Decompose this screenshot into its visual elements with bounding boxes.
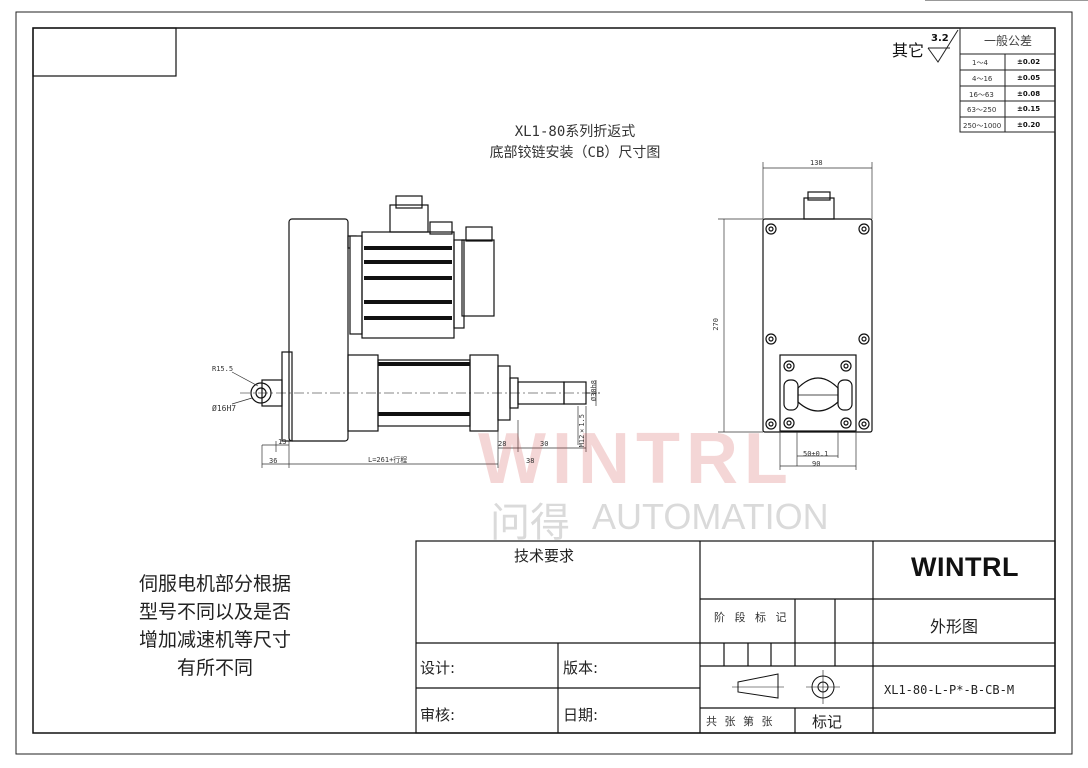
tolerance-range: 16～63 [969,91,994,99]
note-line: 有所不同 [176,657,253,679]
tech-requirements-label: 技术要求 [514,547,575,565]
dim-270: 270 [712,318,720,331]
dim-50: 50±0.1 [803,450,829,458]
dim-36: 36 [269,457,278,465]
dim-28: 28 [498,440,507,448]
dim-rod-diameter: Ø30h8 [590,380,598,402]
front-view [762,191,873,433]
note-line: 增加减速机等尺寸 [138,629,291,651]
mark-label: 标记 [812,713,843,731]
date-label: 日期: [563,706,599,724]
dim-38: 38 [526,457,535,465]
watermark-cn: 问得 [490,500,570,546]
tolerance-value: ±0.20 [1017,121,1041,129]
dim-thread: M12×1.5 [578,414,586,448]
watermark-logo: WINTRL [478,419,794,499]
tolerance-range: 63～250 [967,106,997,114]
corner-box [32,27,177,77]
tolerance-value: ±0.15 [1017,105,1041,113]
brand-logo: WINTRL [911,552,1019,582]
part-number: XL1-80-L-P*-B-CB-M [884,683,1015,697]
dim-30: 30 [540,440,549,448]
tolerance-header: 一般公差 [983,34,1032,48]
stage-mark-label: 阶 段 标 记 [714,611,790,624]
tolerance-table [959,27,1056,133]
dim-length: L=261+行程 [368,456,408,464]
front-view-dimensions [718,162,873,470]
reviewer-label: 审核: [420,706,456,724]
drawing-title: XL1-80系列折返式 底部铰链安装（CB）尺寸图 [450,122,700,164]
surface-finish-label: 其它 [892,41,925,60]
tolerance-range: 1～4 [972,59,988,67]
designer-label: 设计: [420,659,456,677]
dim-hole-diameter: Ø16H7 [212,404,237,413]
drawing-title-line2: 底部铰链安装（CB）尺寸图 [489,145,661,161]
dim-138: 138 [810,159,823,167]
tolerance-value: ±0.08 [1017,90,1041,98]
side-view-dimensions [231,371,597,468]
version-label: 版本: [563,659,599,677]
surface-finish-symbol [927,29,959,63]
tolerance-value: ±0.02 [1017,58,1041,66]
sheet-count-label: 共 张 第 张 [706,715,775,728]
surface-finish-value: 3.2 [931,33,949,44]
dim-13: 13 [278,438,287,446]
title-block-grid [415,540,1056,734]
projection-symbol [732,670,840,704]
note-line: 型号不同以及是否 [138,601,291,623]
dim-90: 90 [812,460,821,468]
dim-radius: R15.5 [212,365,234,373]
tolerance-range: 4～16 [972,75,993,83]
servo-note: 伺服电机部分根据 型号不同以及是否 增加减速机等尺寸 有所不同 [110,570,320,682]
drawing-type: 外形图 [930,617,979,636]
watermark-sub: AUTOMATION [592,496,829,537]
tolerance-value: ±0.05 [1017,74,1041,82]
outer-frame [15,11,1073,755]
drawing-title-line1: XL1-80系列折返式 [514,124,636,140]
side-view [240,195,600,442]
note-line: 伺服电机部分根据 [138,573,291,595]
tolerance-range: 250～1000 [963,122,1002,130]
